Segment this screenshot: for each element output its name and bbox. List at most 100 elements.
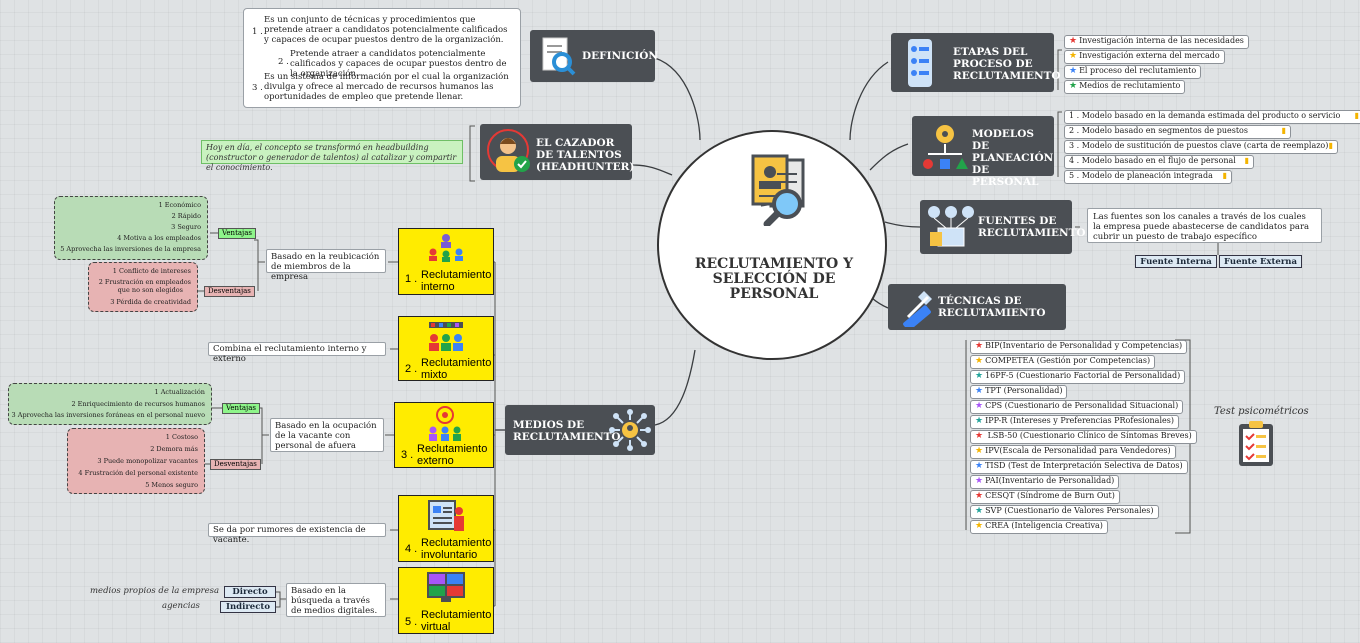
star-icon: ★ <box>1069 81 1078 91</box>
star-icon: ★ <box>975 386 984 396</box>
reclutamiento-virtual-node[interactable]: 5 . Reclutamiento virtual <box>398 567 494 634</box>
reclutamiento-involuntario-node[interactable]: 4 . Reclutamiento involuntario <box>398 495 494 562</box>
target-team-icon <box>429 406 461 441</box>
star-icon: ★ <box>975 431 984 441</box>
reclutamiento-externo-node[interactable]: 3 . Reclutamiento externo <box>394 402 494 468</box>
tools-icon <box>903 291 932 327</box>
modelos-item-2: 2 . Modelo basado en segmentos de puesto… <box>1064 125 1291 139</box>
star-icon: ★ <box>975 521 984 531</box>
center-node[interactable]: RECLUTAMIENTO Y SELECCIÓN DE PERSONAL <box>657 130 887 360</box>
etapas-item-3: ★El proceso del reclutamiento <box>1064 65 1202 79</box>
tecnica-item: ★CESQT (Síndrome de Burn Out) <box>970 490 1120 504</box>
star-icon: ★ <box>1069 66 1078 76</box>
note-icon: ▮ <box>1354 111 1359 120</box>
recruitment-network-icon <box>609 409 651 451</box>
note-icon: ▮ <box>1244 156 1249 165</box>
reclutamiento-interno-node[interactable]: 1 . Reclutamiento interno <box>398 228 494 295</box>
tecnica-item: ★COMPETEA (Gestión por Competencias) <box>970 355 1156 369</box>
directo-box[interactable]: Directo <box>224 586 276 598</box>
medios-node[interactable]: MEDIOS DE RECLUTAMIENTO <box>505 405 655 455</box>
mixto-num: 2 . <box>405 363 418 375</box>
video-call-icon <box>427 572 465 602</box>
tecnica-item: ★BIP(Inventario de Personalidad y Compet… <box>970 340 1188 354</box>
star-icon: ★ <box>975 446 984 456</box>
interno-ventajas-tag[interactable]: Ventajas <box>218 228 256 239</box>
reclutamiento-mixto-node[interactable]: 2 . Reclutamiento mixto <box>398 316 494 381</box>
mixto-desc: Combina el reclutamiento interno y exter… <box>208 342 386 364</box>
star-icon: ★ <box>975 416 984 426</box>
etapas-title: ETAPAS DEL PROCESO DE RECLUTAMIENTO <box>953 46 1061 82</box>
virtual-num: 5 . <box>405 616 418 628</box>
definicion-title: DEFINICIÓN <box>582 50 658 62</box>
interno-label: Reclutamiento interno <box>421 269 492 293</box>
etapas-item-1: ★Investigación interna de las necesidade… <box>1064 35 1249 49</box>
interno-desc: Basado en la reubicación de miembros de … <box>266 249 386 282</box>
documents-magnifier-icon <box>751 154 805 226</box>
network-sources-icon <box>928 206 974 247</box>
indirecto-box[interactable]: Indirecto <box>220 601 276 613</box>
tecnica-item: ★TISD (Test de Interpretación Selectiva … <box>970 460 1188 474</box>
cazador-title: EL CAZADOR DE TALENTOS (HEADHUNTER) <box>536 137 635 173</box>
star-icon: ★ <box>975 476 984 486</box>
externo-num: 3 . <box>401 449 414 461</box>
star-icon: ★ <box>975 371 984 381</box>
note-icon: ▮ <box>1328 141 1333 150</box>
planning-gear-icon <box>923 125 968 169</box>
cazador-node[interactable]: EL CAZADOR DE TALENTOS (HEADHUNTER) <box>480 124 635 180</box>
externo-desc: Basado en la ocupación de la vacante con… <box>270 418 384 452</box>
tecnica-item: ★SVP (Cuestionario de Valores Personales… <box>970 505 1159 519</box>
fuentes-node[interactable]: FUENTES DE RECLUTAMIENTO <box>920 200 1086 254</box>
modelos-node[interactable]: MODELOS DE PLANEACIÓN DE PERSONAL <box>912 116 1054 188</box>
center-title: RECLUTAMIENTO Y SELECCIÓN DE PERSONAL <box>694 256 854 302</box>
definicion-node[interactable]: DEFINICIÓN <box>530 30 658 82</box>
involuntario-desc: Se da por rumores de existencia de vacan… <box>208 523 386 545</box>
modelos-title: MODELOS DE PLANEACIÓN DE PERSONAL <box>972 128 1054 188</box>
externo-desventajas-list: 1 Costoso 2 Demora más 3 Puede monopoliz… <box>67 428 205 494</box>
tecnica-item: ★CREA (Inteligencia Creativa) <box>970 520 1108 534</box>
team-mix-icon <box>429 322 463 351</box>
star-icon: ★ <box>975 356 984 366</box>
fuentes-description: Las fuentes son los canales a través de … <box>1087 208 1322 243</box>
checklist-clipboard-icon <box>1239 421 1273 466</box>
tecnicas-node[interactable]: TÉCNICAS DE RECLUTAMIENTO <box>888 284 1066 330</box>
interno-desventajas-tag[interactable]: Desventajas <box>204 286 255 297</box>
cazador-note: Hoy en día, el concepto se transformó en… <box>201 140 463 172</box>
etapas-node[interactable]: ETAPAS DEL PROCESO DE RECLUTAMIENTO <box>891 33 1061 92</box>
star-icon: ★ <box>975 506 984 516</box>
externo-ventajas-list: 1 Actualización 2 Enriquecimiento de rec… <box>8 383 212 425</box>
tecnicas-title: TÉCNICAS DE RECLUTAMIENTO <box>938 295 1046 319</box>
etapas-item-2: ★Investigación externa del mercado <box>1064 50 1225 64</box>
modelos-item-1: 1 . Modelo basado en la demanda estimada… <box>1064 110 1360 124</box>
star-icon: ★ <box>1069 36 1078 46</box>
note-icon: ▮ <box>1222 171 1227 180</box>
star-icon: ★ <box>975 341 984 351</box>
tecnica-item: ★IPP-R (Intereses y Preferencias PRofesi… <box>970 415 1179 429</box>
definicion-item-2: Pretende atraer a candidatos potencialme… <box>290 49 507 79</box>
definicion-item-3-num: 3 . <box>252 83 263 93</box>
process-list-icon <box>908 39 932 87</box>
fuente-externa-box[interactable]: Fuente Externa <box>1219 255 1302 268</box>
externo-ventajas-tag[interactable]: Ventajas <box>222 403 260 414</box>
involuntario-num: 4 . <box>405 543 418 555</box>
fuente-interna-box[interactable]: Fuente Interna <box>1135 255 1217 268</box>
modelos-item-3: 3 . Modelo de sustitución de puestos cla… <box>1064 140 1338 154</box>
virtual-label: Reclutamiento virtual <box>421 609 492 633</box>
definicion-text-box: 1 . Es un conjunto de técnicas y procedi… <box>243 8 521 108</box>
interno-num: 1 . <box>405 273 418 285</box>
star-icon: ★ <box>975 491 984 501</box>
definicion-item-1-num: 1 . <box>252 27 263 37</box>
interno-desventajas-list: 1 Conflicto de intereses 2 Frustración e… <box>88 262 198 312</box>
tecnica-item: ★16PF-5 (Cuestionario Factorial de Perso… <box>970 370 1186 384</box>
test-psicometricos-label: Test psicométricos <box>1214 406 1309 417</box>
definicion-item-2-num: 2 . <box>278 57 289 67</box>
directo-note: medios propios de la empresa <box>90 586 220 596</box>
externo-desventajas-tag[interactable]: Desventajas <box>210 459 261 470</box>
document-search-icon <box>542 37 576 76</box>
modelos-item-5: 5 . Modelo de planeación integrada▮ <box>1064 170 1232 184</box>
tecnica-item: ★CPS (Cuestionario de Personalidad Situa… <box>970 400 1184 414</box>
tecnica-item: ★IPV(Escala de Personalidad para Vendedo… <box>970 445 1176 459</box>
indirecto-note: agencias <box>162 601 200 611</box>
team-hierarchy-icon <box>429 234 463 262</box>
definicion-item-1: Es un conjunto de técnicas y procedimien… <box>264 15 508 45</box>
